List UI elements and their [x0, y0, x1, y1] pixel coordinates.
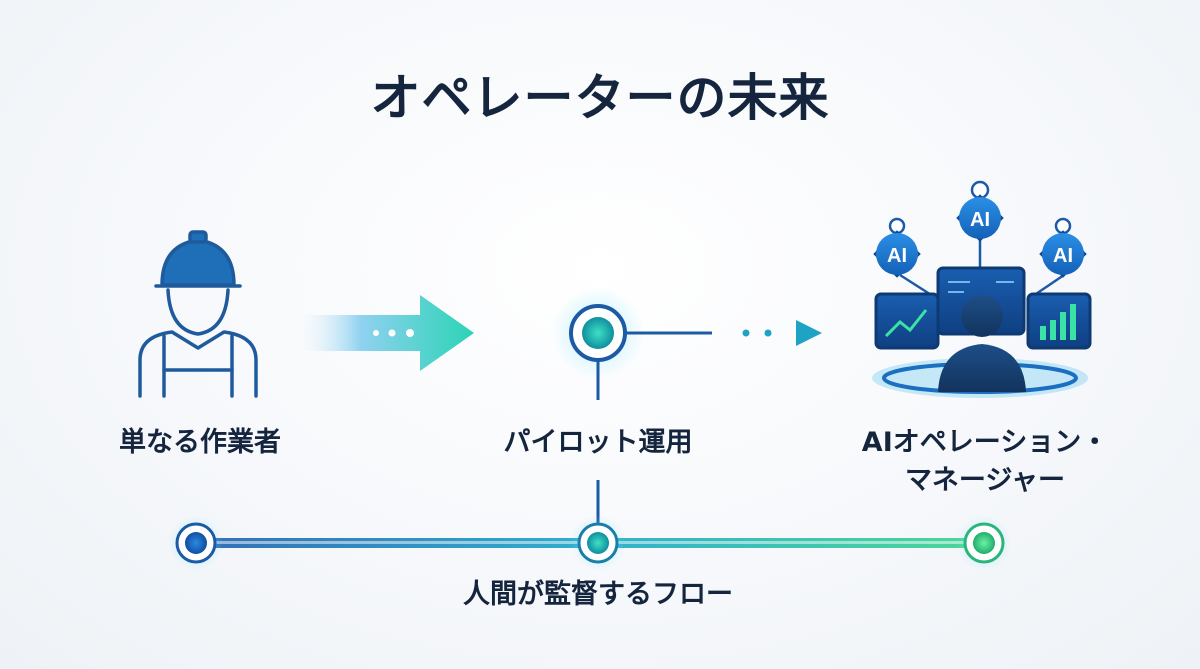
timeline-node-end — [956, 515, 1012, 571]
stage-label-ai-line2: マネージャー — [904, 465, 1066, 496]
ai-badge-right: AI — [1039, 217, 1087, 278]
ai-operator-icon: AI AI AI — [872, 180, 1092, 398]
flow-label: 人間が監督するフロー — [463, 579, 733, 610]
stage-label-pilot: パイロット運用 — [503, 427, 693, 458]
dotted-arrow-icon — [742, 320, 822, 346]
flow-timeline — [168, 515, 1012, 571]
progress-arrow-icon — [300, 295, 474, 371]
ai-badge-label: AI — [887, 245, 907, 267]
worker-helmet-icon — [138, 230, 258, 398]
pilot-node-icon — [552, 287, 712, 524]
stage-label-worker: 単なる作業者 — [119, 427, 281, 458]
stage-label-ai-manager: AIオペレーション・ マネージャー — [820, 424, 1150, 500]
timeline-node-middle — [570, 515, 626, 571]
ai-badge-left: AI — [873, 217, 921, 278]
ai-badge-top: AI — [956, 180, 1004, 242]
ai-badge-label: AI — [1053, 245, 1073, 267]
stage-label-ai-line1: AIオペレーション・ — [861, 427, 1109, 458]
ai-badge-label: AI — [970, 209, 990, 231]
timeline-node-start — [168, 515, 224, 571]
page-title: オペレーターの未来 — [370, 69, 830, 127]
